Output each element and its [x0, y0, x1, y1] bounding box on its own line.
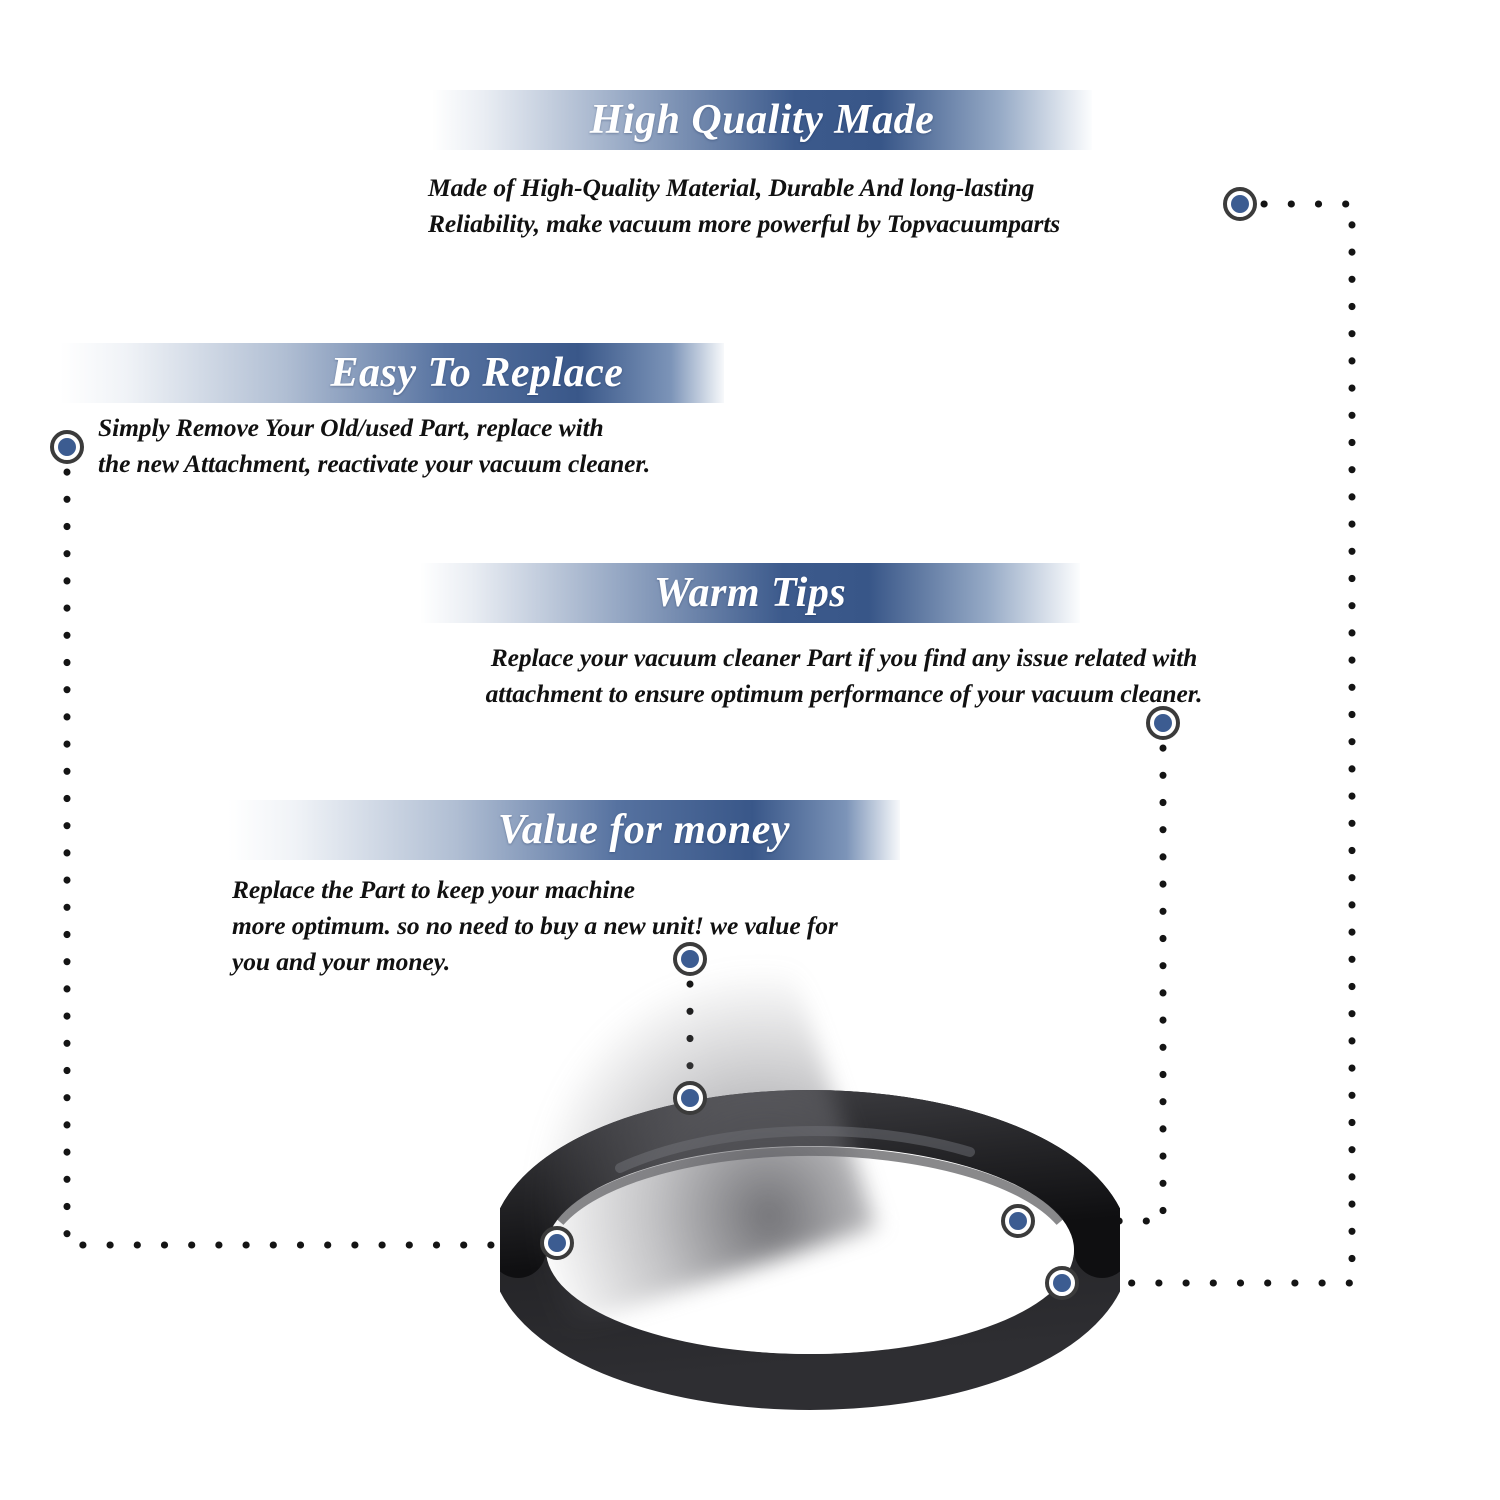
marker-oring-right-upper[interactable]	[1001, 1204, 1035, 1238]
heading-title-high-quality-made: High Quality Made	[589, 97, 935, 143]
marker-core-icon	[681, 1089, 699, 1107]
heading-bar-warm-tips: Warm Tips	[420, 563, 1080, 623]
marker-core-icon	[681, 950, 699, 968]
heading-bar-value-for-money: Value for money	[228, 800, 900, 860]
heading-bar-easy-to-replace: Easy To Replace	[60, 343, 724, 403]
body-text-warm-tips: Replace your vacuum cleaner Part if you …	[485, 643, 1203, 708]
body-text-high-quality-made: Made of High-Quality Material, Durable A…	[428, 173, 1061, 238]
marker-high-quality-made[interactable]	[1223, 187, 1257, 221]
marker-core-icon	[1231, 195, 1249, 213]
marker-value-for-money-lower[interactable]	[673, 1081, 707, 1115]
marker-oring-left[interactable]	[540, 1226, 574, 1260]
heading-bar-high-quality-made: High Quality Made	[432, 90, 1092, 150]
marker-oring-right-lower[interactable]	[1045, 1266, 1079, 1300]
product-image-o-ring	[473, 951, 1130, 1420]
marker-core-icon	[58, 438, 76, 456]
marker-core-icon	[1053, 1274, 1071, 1292]
marker-easy-to-replace[interactable]	[50, 430, 84, 464]
heading-title-value-for-money: Value for money	[497, 807, 791, 853]
marker-core-icon	[1154, 714, 1172, 732]
heading-title-easy-to-replace: Easy To Replace	[330, 350, 624, 396]
body-text-value-for-money: Replace the Part to keep your machine mo…	[232, 875, 838, 976]
body-text-easy-to-replace: Simply Remove Your Old/used Part, replac…	[98, 413, 651, 478]
marker-core-icon	[1009, 1212, 1027, 1230]
marker-warm-tips[interactable]	[1146, 706, 1180, 740]
marker-core-icon	[548, 1234, 566, 1252]
marker-value-for-money-upper[interactable]	[673, 942, 707, 976]
heading-title-warm-tips: Warm Tips	[653, 570, 847, 616]
path-high-quality-made	[1078, 200, 1356, 1287]
